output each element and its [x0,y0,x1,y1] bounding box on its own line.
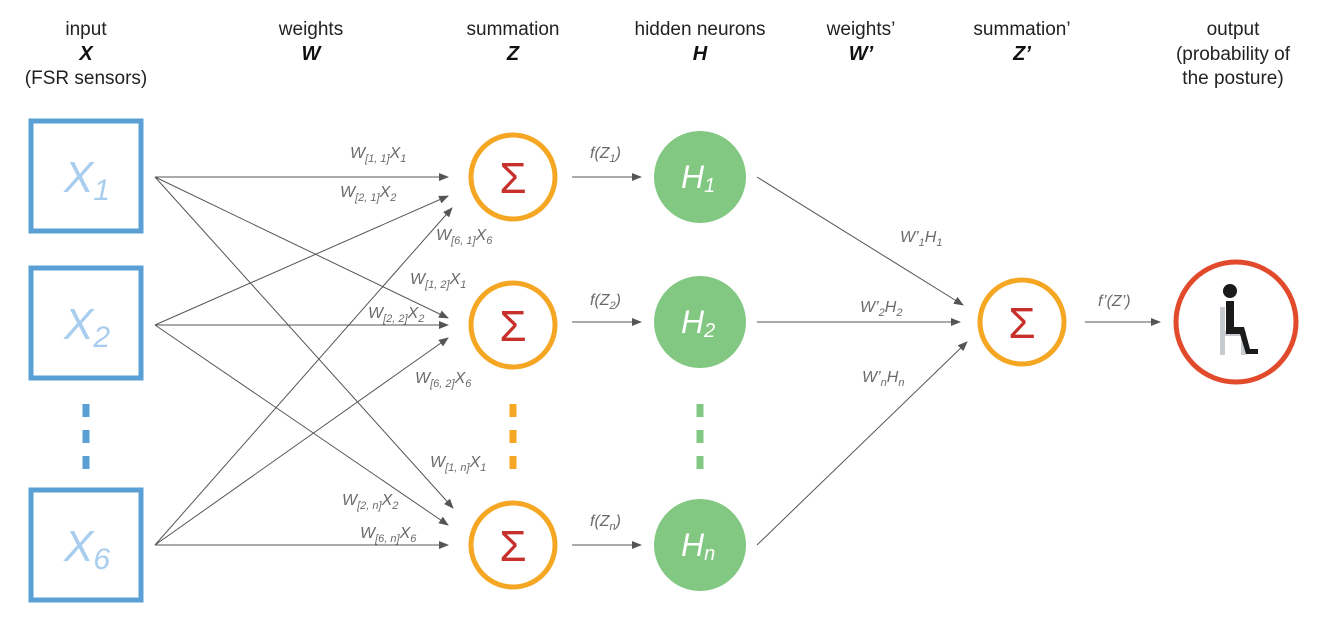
weight-label-6-2: W[6, 2]X6 [415,370,472,390]
input-node-1: X1 [28,118,144,234]
hidden-neuron-1-label: H1 [681,159,715,197]
activation-label-2: f(Z2) [590,292,621,312]
weight-label-1-2: W[1, 2]X1 [410,271,466,291]
sigma-symbol: Σ [1008,299,1035,348]
weight-label-6-1: W[6, 1]X6 [436,227,493,247]
edge-x1-z2 [154,176,449,319]
seated-person-icon [1220,284,1258,355]
weight-labels: W[1, 1]X1 W[2, 1]X2 W[6, 1]X6 W[1, 2]X1 … [340,145,493,545]
activation-edges [572,173,642,549]
header-summation-prime-title: summation’ [973,19,1070,40]
header-hidden: hidden neurons H [635,19,766,65]
activation-label-1: f(Z1) [590,145,621,165]
header-summation-prime-symbol: Z’ [1012,43,1031,65]
header-hidden-symbol: H [693,43,708,65]
input-node-6: X6 [28,487,144,603]
hidden-weight-label-2: W’2H2 [860,299,902,319]
edge-x6-z2 [154,337,449,546]
header-input: input X (FSR sensors) [25,19,147,89]
input-node-6-label: X6 [63,522,110,576]
hidden-neuron-n: Hn [654,499,746,591]
hidden-neuron-1: H1 [654,131,746,223]
summation-node-output: Σ [977,277,1067,367]
header-weights-symbol: W [302,43,323,65]
activation-labels: f(Z1) f(Z2) f(Zn) [590,145,621,533]
hidden-weight-labels: W’1H1 W’2H2 W’nHn f’(Z’) [860,229,1131,389]
header-hidden-title: hidden neurons [635,19,766,40]
edge-hn-zout [756,341,968,546]
edge-x2-z1 [154,195,449,326]
hidden-neuron-2: H2 [654,276,746,368]
summation-node-n: Σ [468,500,558,590]
header-input-title: input [65,19,107,40]
summation-node-1: Σ [468,132,558,222]
header-summation: summation Z [467,19,560,65]
hidden-neuron-2-label: H2 [681,304,715,342]
hidden-neuron-n-label: Hn [681,527,715,565]
output-activation-label: f’(Z’) [1098,293,1131,310]
header-weights: weights W [278,19,343,65]
header-summation-prime: summation’ Z’ [973,19,1070,65]
weight-label-2-1: W[2, 1]X2 [340,184,396,204]
sigma-symbol: Σ [499,522,526,571]
edge-x6-z1 [154,207,453,546]
edge-x2-zn [154,324,449,526]
input-node-2-label: X2 [63,300,110,354]
header-output: output (probability of the posture) [1176,19,1291,89]
header-output-title: output [1207,19,1261,40]
header-weights-prime-symbol: W’ [849,43,874,65]
summation-node-2: Σ [468,280,558,370]
header-output-line1: (probability of [1176,44,1291,65]
sigma-symbol: Σ [499,302,526,351]
header-weights-prime-title: weights’ [826,19,896,40]
sigma-symbol: Σ [499,154,526,203]
header-input-symbol: X [78,43,94,65]
edge-x1-zn [154,176,454,509]
header-summation-symbol: Z [506,43,520,65]
header-output-line2: the posture) [1182,68,1283,89]
input-node-2: X2 [28,265,144,381]
output-node [1173,259,1299,385]
weight-label-1-1: W[1, 1]X1 [350,145,406,165]
weight-label-1-n: W[1, n]X1 [430,454,486,474]
weight-label-6-n: W[6, n]X6 [360,525,417,545]
hidden-weight-label-1: W’1H1 [900,229,942,249]
header-weights-title: weights [278,19,343,40]
input-edges [154,173,454,549]
header-weights-prime: weights’ W’ [826,19,896,65]
input-node-1-label: X1 [63,153,110,207]
header-input-subtitle: (FSR sensors) [25,68,147,89]
header-summation-title: summation [467,19,560,40]
weight-label-2-n: W[2, n]X2 [342,492,398,512]
weight-label-2-2: W[2, 2]X2 [368,305,424,325]
hidden-weight-label-n: W’nHn [862,369,904,389]
hidden-edges [756,176,1161,546]
activation-label-n: f(Zn) [590,513,621,533]
edge-h1-zout [756,176,964,306]
